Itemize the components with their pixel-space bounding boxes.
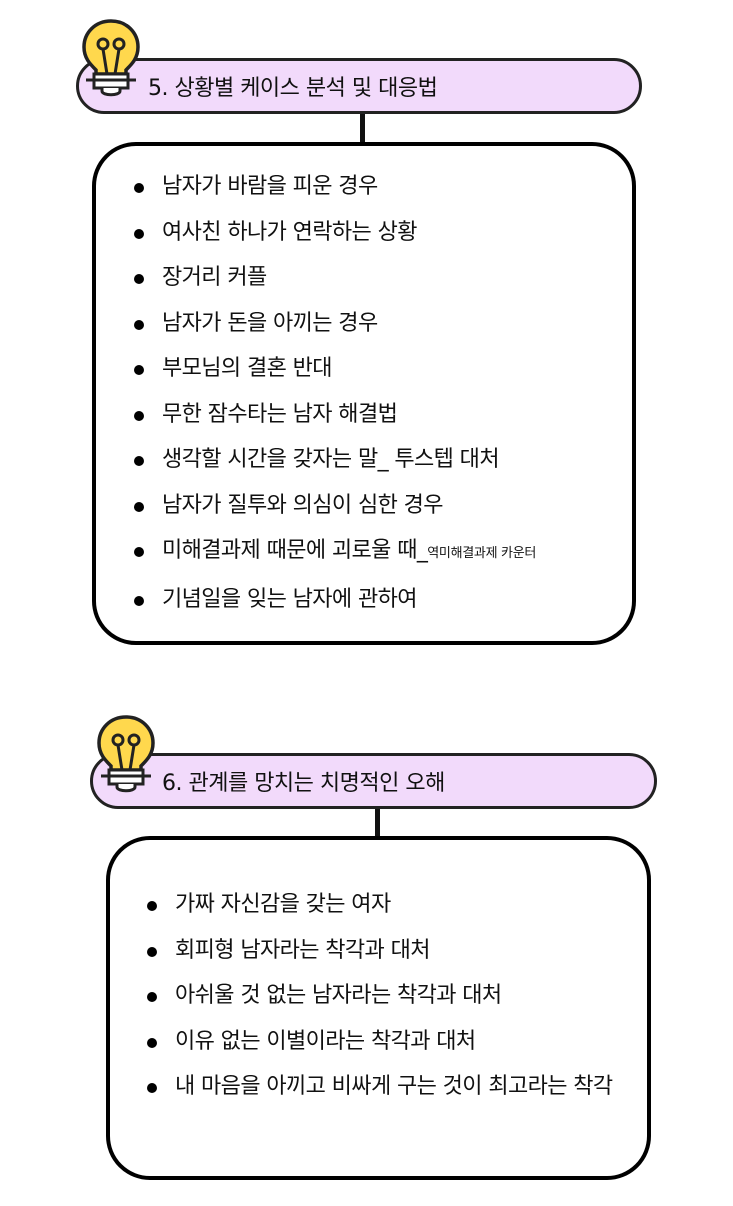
misconception-list: 가짜 자신감을 갖는 여자 회피형 남자라는 착각과 대처 아쉬울 것 없는 남… [147,882,627,1110]
section-card [106,836,651,1180]
list-item: 남자가 돈을 아끼는 경우 [134,301,536,347]
bullet-icon [134,456,144,466]
list-item: 생각할 시간을 갖자는 말_ 투스텝 대처 [134,437,536,483]
list-item: 미해결과제 때문에 괴로울 때_역미해결과제 카운터 [134,528,536,577]
list-item: 남자가 바람을 피운 경우 [134,164,536,210]
bullet-icon [134,547,144,557]
bullet-icon [134,319,144,330]
section-header-pill [76,58,642,114]
bullet-icon [134,595,144,606]
bullet-icon [134,228,144,239]
bullet-icon [134,274,144,284]
list-item: 부모님의 결혼 반대 [134,346,536,392]
bullet-icon [134,410,144,421]
bullet-icon [134,183,144,193]
list-item: 기념일을 잊는 남자에 관하여 [134,577,536,623]
list-item: 가짜 자신감을 갖는 여자 [147,882,627,928]
bullet-icon [147,901,157,911]
bullet-icon [147,1037,157,1048]
lightbulb-icon [97,715,155,793]
section-card [92,142,636,645]
section-header-pill [90,753,657,809]
connector-line [375,809,380,838]
case-list: 남자가 바람을 피운 경우 여사친 하나가 연락하는 상황 장거리 커플 남자가… [134,164,536,622]
lightbulb-icon [82,19,140,97]
list-item: 무한 잠수타는 남자 해결법 [134,392,536,438]
list-item: 장거리 커플 [134,255,536,301]
bullet-icon [134,365,144,375]
list-item-suffix: 역미해결과제 카운터 [427,546,537,561]
bullet-icon [147,1083,157,1093]
bullet-icon [147,992,157,1002]
list-item: 남자가 질투와 의심이 심한 경우 [134,483,536,529]
connector-line [360,114,365,144]
section-title: 5. 상황별 케이스 분석 및 대응법 [148,76,438,101]
section-title: 6. 관계를 망치는 치명적인 오해 [162,771,445,796]
list-item: 여사친 하나가 연락하는 상황 [134,210,536,256]
bullet-icon [134,501,144,512]
bullet-icon [147,946,157,957]
list-item: 회피형 남자라는 착각과 대처 [147,928,627,974]
list-item: 내 마음을 아끼고 비싸게 구는 것이 최고라는 착각 [147,1064,627,1110]
list-item: 이유 없는 이별이라는 착각과 대처 [147,1019,627,1065]
list-item: 아쉬울 것 없는 남자라는 착각과 대처 [147,973,627,1019]
